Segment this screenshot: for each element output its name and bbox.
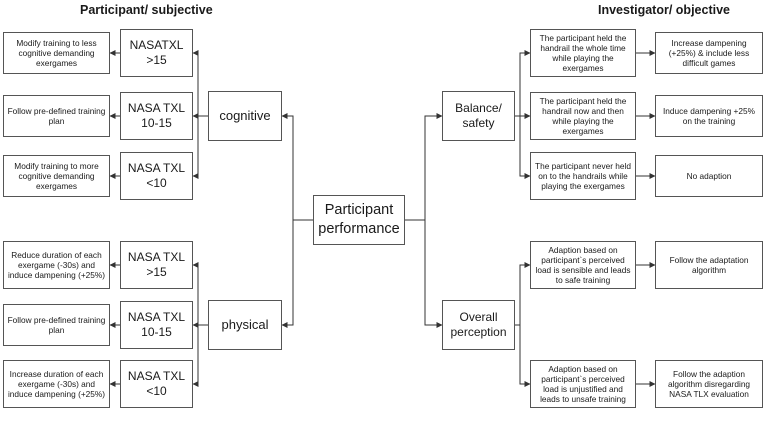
balance-action-3: No adaption (655, 155, 763, 197)
balance-condition-1: The participant held the handrail the wh… (530, 29, 636, 77)
center-to-perception-arrow (424, 220, 443, 328)
physical-level-2: NASA TXL 10-15 (120, 301, 193, 349)
physical-node: physical (208, 300, 282, 350)
perception-action-1: Follow the adaptation algorithm (655, 241, 763, 289)
cognitive-action-2: Follow pre-defined training plan (3, 95, 110, 137)
investigator-objective-header: Investigator/ objective (598, 3, 730, 17)
physical-level-1: NASA TXL >15 (120, 241, 193, 289)
perception-to-condition-2-arrow (519, 325, 531, 387)
physical-to-level-3-arrow (192, 325, 199, 387)
perception-condition-1: Adaption based on participant`s perceive… (530, 241, 636, 289)
overall-perception-node: Overall perception (442, 300, 515, 350)
balance-action-1: Increase dampening (+25%) & include less… (655, 32, 763, 74)
balance-condition-2: The participant held the handrail now an… (530, 92, 636, 140)
cognitive-level-1: NASATXL >15 (120, 29, 193, 77)
perception-condition-2: Adaption based on participant`s perceive… (530, 360, 636, 408)
center-to-physical-arrow (281, 220, 294, 328)
cognitive-node: cognitive (208, 91, 282, 141)
cognitive-to-level-3-arrow (192, 116, 199, 179)
cognitive-action-3: Modify training to more cognitive demand… (3, 155, 110, 197)
balance-to-condition-1-arrow (515, 50, 531, 117)
physical-to-level-1-arrow (192, 262, 208, 326)
balance-safety-node: Balance/ safety (442, 91, 515, 141)
cognitive-to-level-1-arrow (192, 50, 208, 117)
physical-level-3: NASA TXL <10 (120, 360, 193, 408)
balance-condition-3: The participant never held on to the han… (530, 152, 636, 200)
center-to-balance-arrow (405, 113, 443, 221)
physical-action-1: Reduce duration of each exergame (-30s) … (3, 241, 110, 289)
perception-to-condition-1-arrow (515, 262, 531, 326)
balance-action-2: Induce dampening +25% on the training (655, 95, 763, 137)
physical-action-2: Follow pre-defined training plan (3, 304, 110, 346)
cognitive-action-1: Modify training to less cognitive demand… (3, 32, 110, 74)
balance-to-condition-3-arrow (519, 116, 531, 179)
participant-performance-node: Participant performance (313, 195, 405, 245)
cognitive-level-3: NASA TXL <10 (120, 152, 193, 200)
physical-action-3: Increase duration of each exergame (-30s… (3, 360, 110, 408)
center-to-cognitive-arrow (281, 113, 313, 221)
cognitive-level-2: NASA TXL 10-15 (120, 92, 193, 140)
perception-action-2: Follow the adaption algorithm disregardi… (655, 360, 763, 408)
participant-subjective-header: Participant/ subjective (80, 3, 213, 17)
